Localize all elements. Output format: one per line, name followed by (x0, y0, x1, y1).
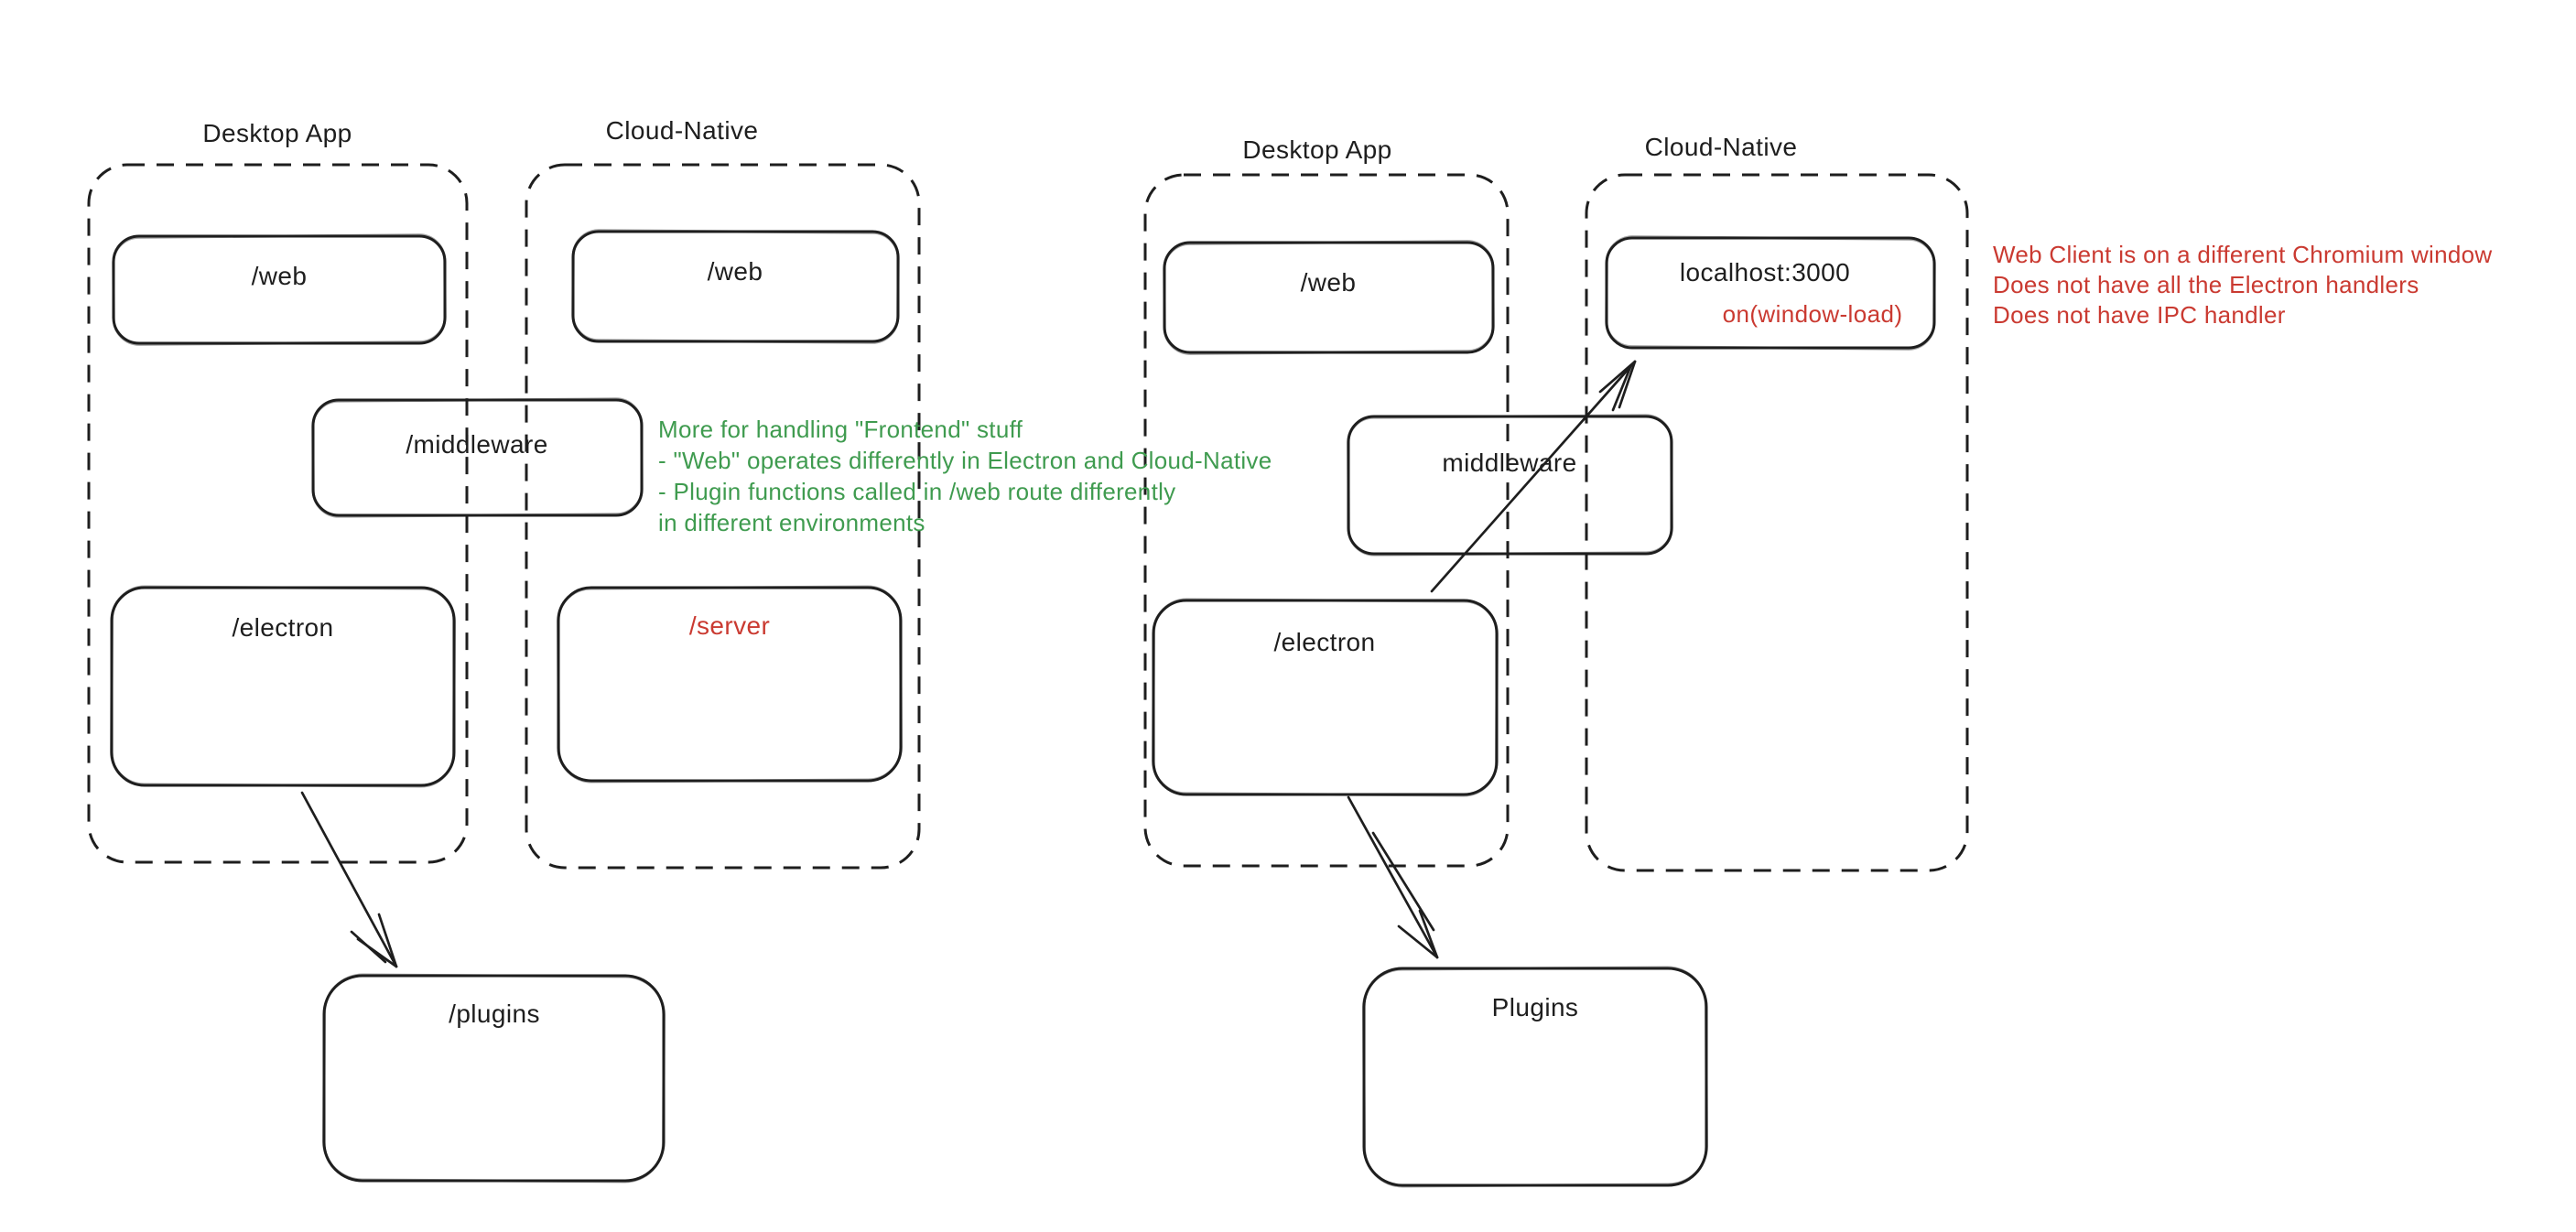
box-server-left[interactable] (557, 585, 903, 784)
note-line: - Plugin functions called in /web route … (658, 478, 1176, 505)
box-outline (1163, 241, 1495, 354)
arrowhead-stroke (1418, 909, 1439, 959)
label-plugins-right: Plugins (1491, 993, 1579, 1021)
box-plugins-left[interactable] (322, 973, 666, 1183)
box-outline (557, 586, 903, 783)
box-electron-left[interactable] (110, 585, 456, 788)
box-outline (112, 234, 447, 345)
arrow-shaft (300, 791, 398, 968)
note-line: More for handling "Frontend" stuff (658, 416, 1023, 443)
box-middleware-left[interactable] (311, 397, 644, 518)
arrowhead-stroke (1598, 360, 1637, 394)
box-electron-right[interactable] (1152, 598, 1499, 797)
box-sketch-stroke (110, 585, 456, 788)
web-client-note[interactable]: Web Client is on a different Chromium wi… (1993, 240, 2492, 330)
box-sketch-stroke (1347, 414, 1673, 557)
arrowhead-sketch-stroke (350, 930, 387, 964)
box-outline (110, 586, 456, 787)
arrow-electron-to-localhost[interactable] (1430, 360, 1637, 593)
box-sketch-stroke (1605, 235, 1936, 351)
box-outline (322, 974, 666, 1183)
label-web-desktop-left: /web (251, 262, 308, 290)
note-line: Does not have IPC handler (1993, 301, 2286, 329)
label-localhost-3000: localhost:3000 (1679, 258, 1851, 286)
arrowhead-stroke (1618, 360, 1637, 409)
label-plugins-left: /plugins (449, 1000, 540, 1028)
box-middleware-right[interactable] (1347, 414, 1673, 557)
box-outline (1152, 599, 1499, 796)
note-line: in different environments (658, 509, 925, 536)
group-outline (1143, 173, 1510, 868)
box-sketch-stroke (311, 397, 644, 518)
box-localhost-3000[interactable] (1605, 235, 1936, 351)
label-middleware-left: /middleware (406, 430, 548, 459)
arrow-shaft (1430, 360, 1637, 593)
box-plugins-right[interactable] (1361, 966, 1709, 1188)
group-outline (525, 163, 921, 870)
group-outline (1585, 173, 1969, 872)
arrowhead-stroke (1397, 924, 1439, 959)
box-outline (571, 230, 900, 343)
note-line: Web Client is on a different Chromium wi… (1993, 241, 2493, 268)
box-sketch-stroke (1163, 240, 1495, 355)
arrow-sketch-stroke (1371, 831, 1435, 932)
note-line: - "Web" operates differently in Electron… (658, 447, 1272, 474)
label-web-right: /web (1300, 268, 1357, 297)
arrow-electron-to-plugins-left[interactable] (300, 791, 398, 968)
group-cloud-native-right[interactable] (1585, 173, 1969, 872)
box-sketch-stroke (571, 229, 900, 344)
group-title-desktop-app-left[interactable]: Desktop App (202, 119, 352, 147)
box-web-right[interactable] (1163, 240, 1495, 355)
note-line: Does not have all the Electron handlers (1993, 271, 2419, 298)
label-web-cloud-left: /web (707, 257, 763, 286)
label-on-window-load: on(window-load) (1722, 300, 1903, 328)
group-title-cloud-native-right[interactable]: Cloud-Native (1644, 133, 1798, 161)
box-sketch-stroke (1361, 966, 1709, 1188)
box-sketch-stroke (112, 233, 447, 346)
label-electron-left: /electron (232, 613, 334, 642)
box-sketch-stroke (322, 973, 666, 1183)
frontend-note[interactable]: More for handling "Frontend" stuff - "We… (658, 414, 1272, 538)
label-server-left: /server (688, 611, 771, 640)
box-outline (1362, 967, 1708, 1187)
box-web-cloud-left[interactable] (571, 229, 900, 344)
arrowhead-sketch-stroke (1611, 365, 1632, 412)
group-outline (87, 163, 469, 864)
group-title-cloud-native-left[interactable]: Cloud-Native (605, 116, 759, 145)
arrowhead-stroke (377, 913, 398, 968)
box-web-desktop-left[interactable] (112, 233, 447, 346)
arrow-electron-to-plugins-right[interactable] (1347, 795, 1439, 959)
box-outline (1347, 415, 1673, 556)
box-outline (1605, 236, 1936, 350)
group-title-desktop-app-right[interactable]: Desktop App (1242, 135, 1392, 164)
label-middleware-right: middleware (1442, 448, 1577, 477)
label-electron-right: /electron (1273, 628, 1376, 656)
box-sketch-stroke (1152, 598, 1499, 797)
box-outline (311, 398, 644, 517)
arrow-shaft (1347, 795, 1439, 959)
group-desktop-app-right[interactable] (1143, 173, 1510, 868)
group-desktop-app-left[interactable] (87, 163, 469, 864)
box-sketch-stroke (557, 585, 903, 784)
group-cloud-native-left[interactable] (525, 163, 921, 870)
